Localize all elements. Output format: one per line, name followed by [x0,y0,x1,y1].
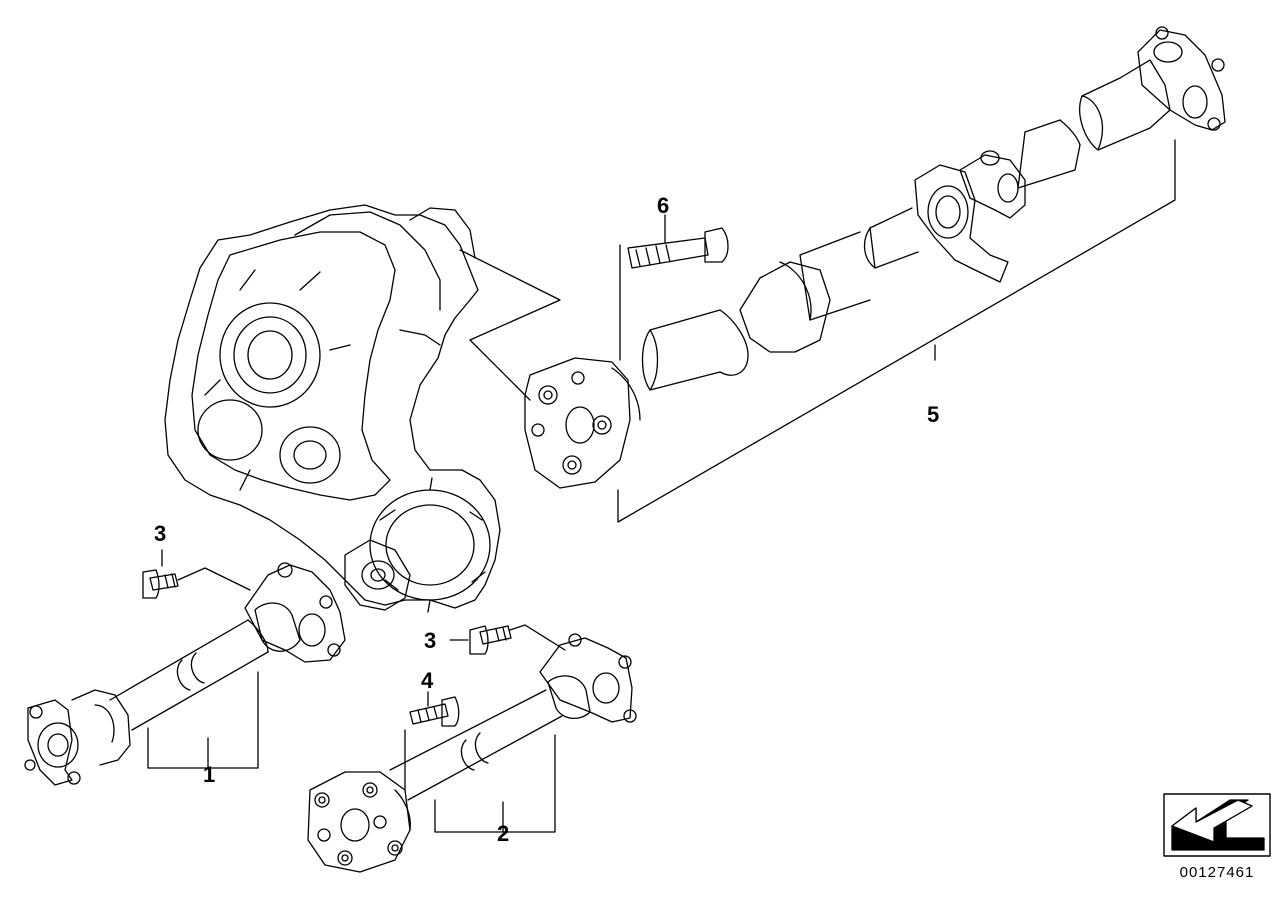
bolt-4 [405,692,459,790]
callout-part-3-upper: 3 [154,521,167,546]
rear-propeller-shaft [460,27,1225,522]
callout-part-3-lower: 3 [424,628,437,653]
callout-part-4: 4 [421,668,434,693]
second-propeller-shaft [308,634,636,872]
transfer-case [165,205,500,612]
next-page-arrow-icon[interactable] [1164,794,1270,856]
bolt-3-upper [143,550,250,598]
callout-part-5: 5 [927,402,940,427]
bolt-6 [620,215,728,360]
document-number: 00127461 [1179,864,1255,881]
callout-part-6: 6 [657,193,670,218]
callout-part-2: 2 [497,821,510,846]
bolt-3-lower [450,625,565,654]
callout-part-1: 1 [203,762,216,787]
front-propeller-shaft [25,563,345,785]
